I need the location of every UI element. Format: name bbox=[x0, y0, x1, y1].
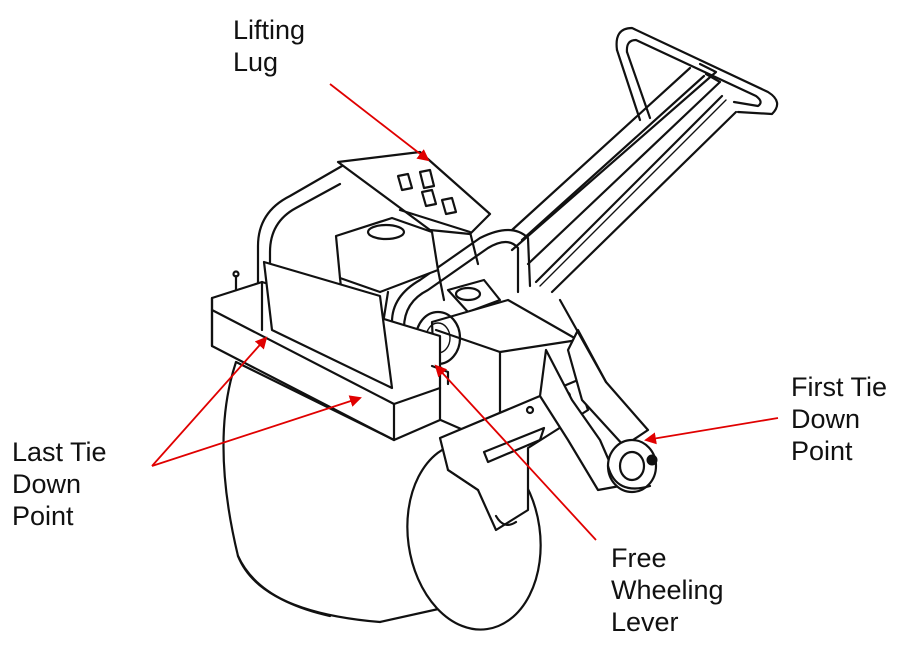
label-first-tie-down-point: First Tie Down Point bbox=[791, 372, 888, 466]
label-free-wheeling-lever: Free Wheeling Lever bbox=[611, 543, 724, 637]
arrow-last-tie-down-front bbox=[151, 336, 268, 467]
callout-arrows bbox=[151, 83, 779, 541]
arrow-last-tie-down-rear bbox=[151, 395, 362, 467]
roll-cage bbox=[256, 164, 532, 394]
lifting-lug-plate bbox=[336, 150, 492, 236]
arrow-first-tie-down bbox=[644, 417, 779, 445]
arrow-free-wheeling bbox=[434, 364, 597, 541]
label-lifting-lug: Lifting Lug bbox=[233, 15, 306, 77]
engine bbox=[334, 208, 502, 332]
handle-assembly bbox=[510, 26, 779, 294]
chassis bbox=[210, 260, 442, 442]
label-last-tie-down-point: Last Tie Down Point bbox=[12, 437, 107, 531]
arrow-lifting-lug bbox=[329, 83, 430, 162]
rear-roller-assembly bbox=[538, 298, 658, 494]
